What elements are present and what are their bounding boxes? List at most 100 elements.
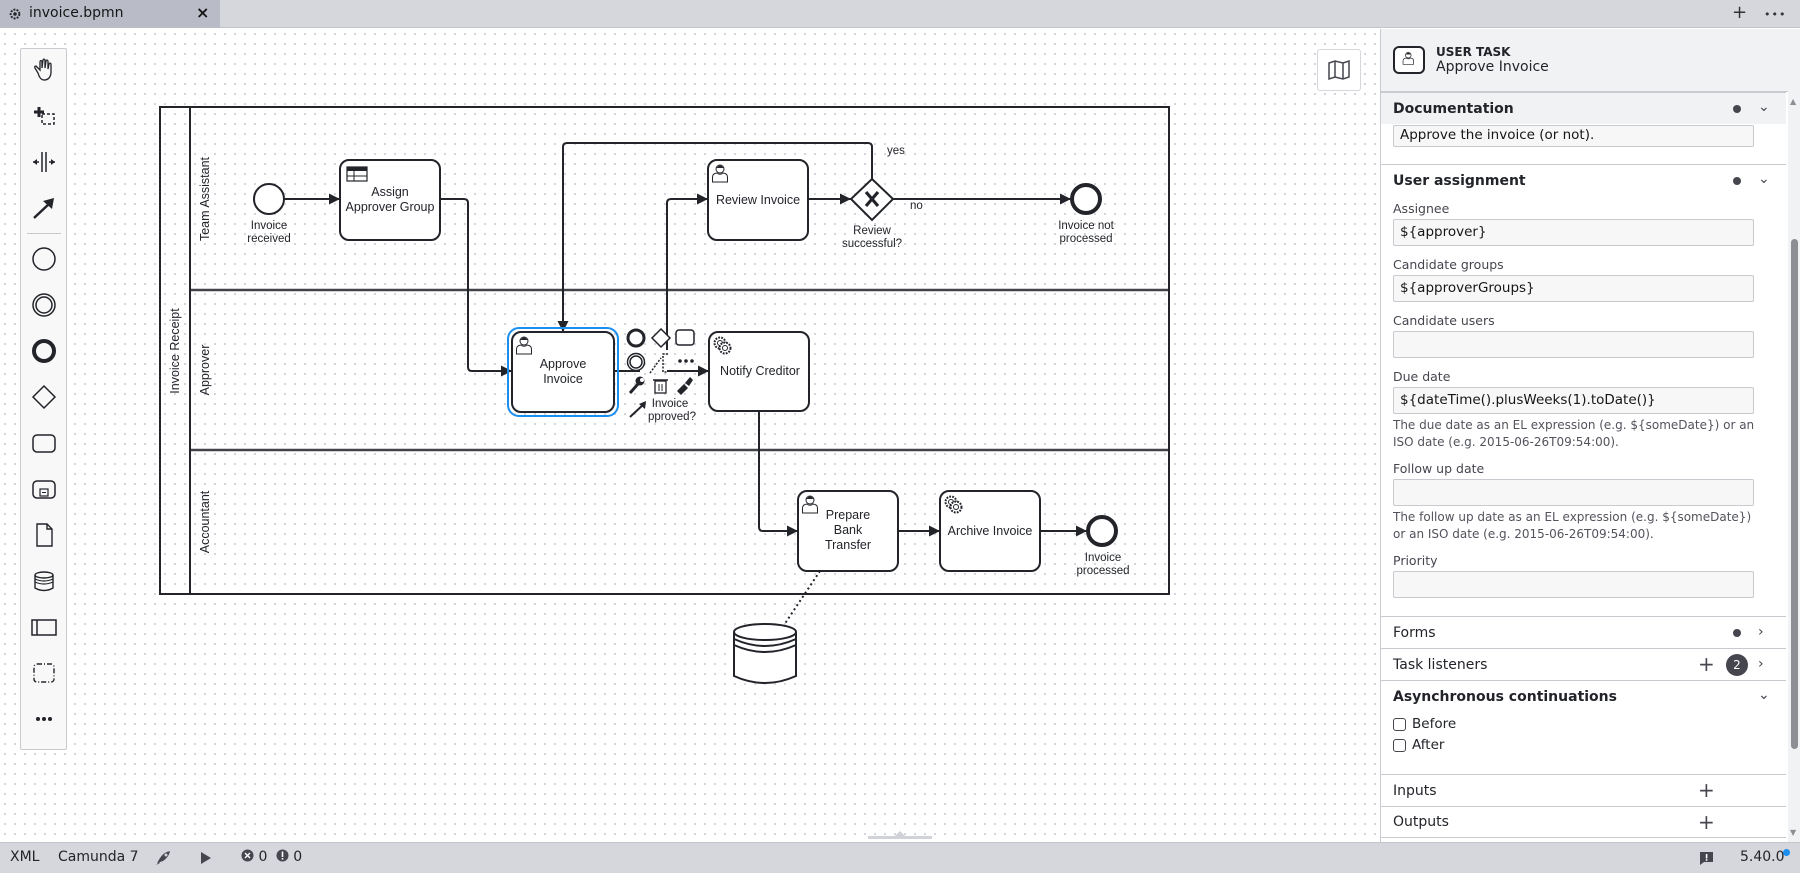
assignee-input[interactable]: ${approver}: [1393, 219, 1754, 246]
sequence-flow[interactable]: [440, 198, 512, 377]
lasso-tool[interactable]: [27, 99, 61, 133]
scroll-up-arrow-icon[interactable]: ▲: [1790, 97, 1797, 106]
execution-platform-button[interactable]: Camunda 7: [58, 849, 139, 865]
has-data-indicator: [1733, 105, 1741, 113]
delete-trash-icon[interactable]: [653, 379, 668, 394]
assignee-label: Assignee: [1393, 201, 1450, 216]
group-documentation-header[interactable]: Documentation ⌄: [1381, 92, 1786, 124]
create-end-event[interactable]: [27, 334, 61, 368]
append-task-icon[interactable]: [675, 329, 695, 346]
group-user-assignment-header[interactable]: User assignment ⌄: [1381, 164, 1786, 196]
error-icon: [241, 849, 254, 862]
lane-label-accountant[interactable]: Accountant: [198, 490, 212, 553]
tab-overflow-menu-button[interactable]: •••: [1764, 8, 1787, 21]
task-notify-creditor[interactable]: Notify Creditor: [708, 331, 810, 412]
create-gateway[interactable]: [27, 380, 61, 414]
sequence-flow[interactable]: [758, 411, 798, 537]
add-input-button[interactable]: +: [1698, 778, 1715, 802]
create-intermediate-event[interactable]: [27, 288, 61, 322]
color-paint-brush-icon[interactable]: [677, 377, 693, 395]
sequence-flow-yes[interactable]: [557, 142, 873, 332]
more-tools[interactable]: [27, 702, 61, 736]
close-tab-button[interactable]: ×: [196, 3, 210, 22]
create-start-event[interactable]: [27, 242, 61, 276]
candidate-groups-input[interactable]: ${approverGroups}: [1393, 275, 1754, 302]
minimap-toggle-button[interactable]: [1317, 49, 1361, 91]
candidate-users-input[interactable]: [1393, 331, 1754, 358]
hand-tool[interactable]: [27, 53, 61, 87]
append-intermediate-event-icon[interactable]: [626, 352, 646, 372]
version-button[interactable]: 5.40.0: [1740, 849, 1790, 865]
arrow-icon: [33, 198, 54, 219]
append-end-event-icon[interactable]: [626, 328, 646, 348]
problems-button[interactable]: 0 0: [241, 849, 302, 865]
space-tool[interactable]: [27, 145, 61, 179]
diagram-canvas[interactable]: Invoice Receipt Team Assistant Approver …: [0, 29, 1380, 842]
documentation-textarea[interactable]: Approve the invoice (or not).: [1393, 125, 1754, 147]
panel-scrollbar[interactable]: ▲ ▼: [1788, 29, 1800, 842]
change-type-wrench-icon[interactable]: [628, 376, 645, 394]
async-after-checkbox[interactable]: After: [1393, 737, 1444, 753]
checkbox[interactable]: [1393, 717, 1406, 731]
create-data-object[interactable]: [27, 518, 61, 552]
create-group[interactable]: [27, 656, 61, 690]
data-association[interactable]: [781, 570, 821, 629]
create-data-store[interactable]: [27, 564, 61, 598]
gear-icon: [9, 8, 21, 20]
feedback-button[interactable]: [1699, 851, 1714, 870]
append-gateway-icon[interactable]: [650, 327, 672, 349]
bottom-panel-resize-handle[interactable]: [868, 831, 932, 839]
more-options-icon[interactable]: [678, 359, 694, 363]
connect-arrow-icon[interactable]: [629, 401, 646, 418]
group-task-listeners-header[interactable]: Task listeners + 2 ›: [1381, 648, 1786, 680]
scroll-down-arrow-icon[interactable]: ▼: [1790, 828, 1797, 837]
follow-up-date-input[interactable]: [1393, 479, 1754, 506]
group-async-continuations-header[interactable]: Asynchronous continuations ⌄: [1381, 680, 1786, 712]
add-output-button[interactable]: +: [1698, 810, 1715, 834]
task-review-invoice[interactable]: Review Invoice: [707, 159, 809, 241]
lane-label-team-assistant[interactable]: Team Assistant: [198, 156, 212, 241]
group-title: Asynchronous continuations: [1393, 688, 1617, 705]
warning-count: 0: [293, 849, 303, 865]
new-tab-button[interactable]: +: [1732, 2, 1748, 23]
group-title: Task listeners: [1393, 656, 1488, 673]
task-archive-invoice[interactable]: Archive Invoice: [939, 490, 1041, 572]
lasso-icon: [34, 107, 55, 125]
group-inputs-header[interactable]: Inputs +: [1381, 774, 1786, 806]
add-task-listener-button[interactable]: +: [1698, 652, 1715, 676]
xml-view-button[interactable]: XML: [10, 849, 40, 865]
create-task[interactable]: [27, 426, 61, 460]
group-outputs-header[interactable]: Outputs +: [1381, 806, 1786, 838]
group-forms-header[interactable]: Forms ›: [1381, 616, 1786, 648]
deploy-button[interactable]: [154, 850, 172, 870]
append-text-annotation-icon[interactable]: [649, 353, 668, 374]
start-event-icon: [32, 247, 56, 271]
flow-label-yes[interactable]: yes: [887, 145, 905, 157]
file-tab[interactable]: invoice.bpmn ×: [0, 0, 220, 28]
due-date-input[interactable]: ${dateTime().plusWeeks(1).toDate()}: [1393, 387, 1754, 414]
group-title: Documentation: [1393, 100, 1514, 117]
sequence-flow[interactable]: [666, 193, 708, 350]
async-before-checkbox[interactable]: Before: [1393, 716, 1456, 732]
lane-label-approver[interactable]: Approver: [198, 345, 212, 396]
data-object-icon: [36, 523, 53, 547]
start-instance-button[interactable]: [200, 851, 212, 869]
scrollbar-thumb[interactable]: [1791, 239, 1798, 749]
chevron-down-icon: ⌄: [1758, 171, 1770, 187]
checkbox[interactable]: [1393, 738, 1406, 752]
priority-input[interactable]: [1393, 571, 1754, 598]
create-pool[interactable]: [27, 610, 61, 644]
data-store[interactable]: [733, 623, 797, 684]
create-subprocess[interactable]: [27, 472, 61, 506]
flow-label-no[interactable]: no: [910, 200, 923, 212]
pool-invoice-receipt[interactable]: Invoice Receipt: [159, 106, 1170, 595]
global-connect-tool[interactable]: [27, 191, 61, 225]
